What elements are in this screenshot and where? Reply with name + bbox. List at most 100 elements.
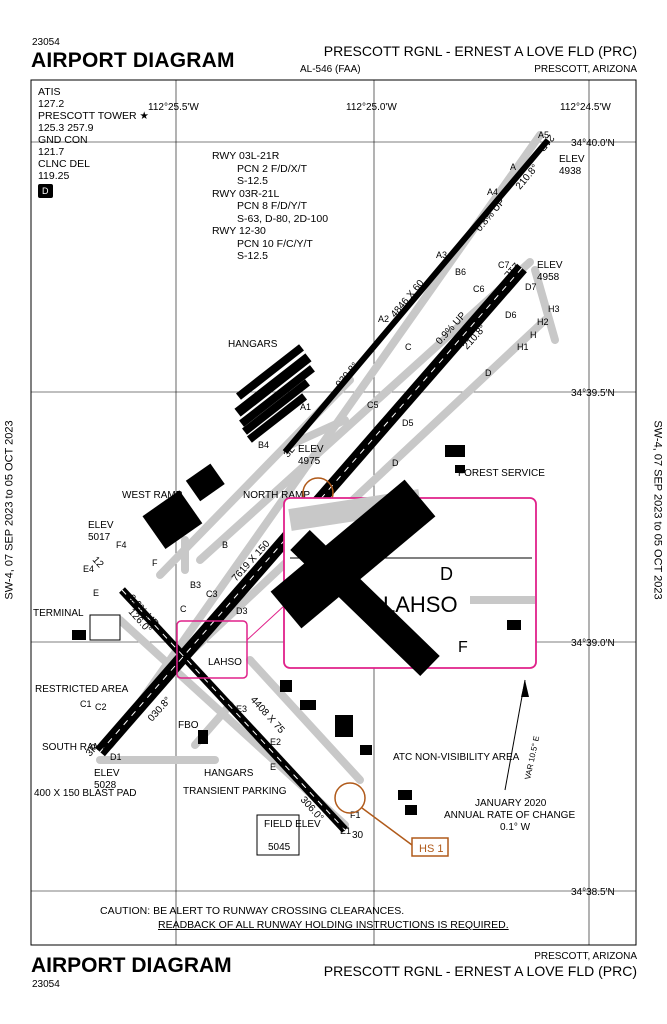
- label-terminal: TERMINAL: [33, 608, 84, 619]
- inset-leader: [246, 604, 286, 641]
- label-south-ramp: SOUTH RAMP: [42, 742, 109, 753]
- frequency-line: GND CON: [38, 134, 88, 146]
- frequency-line: 125.3 257.9: [38, 122, 94, 134]
- svg-text:D: D: [485, 368, 492, 378]
- label-blast-pad: 400 X 150 BLAST PAD: [34, 788, 136, 799]
- lon-label: 112°25.5'W: [148, 102, 199, 113]
- frequency-line: 127.2: [38, 98, 65, 110]
- svg-text:H: H: [530, 330, 537, 340]
- airport-name: PRESCOTT RGNL - ERNEST A LOVE FLD (PRC): [323, 43, 637, 59]
- inset-lahso-label: LAHSO: [383, 592, 458, 617]
- inset-taxiway-f: F: [458, 639, 468, 656]
- svg-text:H1: H1: [517, 342, 529, 352]
- svg-text:F: F: [152, 558, 158, 568]
- svg-text:B4: B4: [258, 440, 269, 450]
- svg-text:E4: E4: [83, 564, 94, 574]
- runway-pavement-info: RWY 03L-21R PCN 2 F/D/X/T S-12.5 RWY 03R…: [212, 150, 329, 262]
- svg-text:C7: C7: [498, 260, 510, 270]
- airport-city: PRESCOTT, ARIZONA: [534, 64, 637, 75]
- svg-text:A4: A4: [487, 187, 498, 197]
- svg-text:C2: C2: [95, 702, 107, 712]
- label-hangars-north: HANGARS: [228, 339, 278, 350]
- runway-12-30: [119, 587, 348, 833]
- label-fbo: FBO: [178, 720, 199, 731]
- frequency-line: PRESCOTT TOWER ★: [38, 110, 149, 122]
- d-atis-badge: D: [38, 184, 53, 198]
- svg-text:D6: D6: [505, 310, 517, 320]
- svg-text:D: D: [392, 458, 399, 468]
- svg-text:ELEV: ELEV: [298, 444, 324, 455]
- svg-text:ELEV: ELEV: [94, 768, 120, 779]
- lat-label: 34°38.5'N: [571, 887, 615, 898]
- svg-text:C6: C6: [473, 284, 485, 294]
- field-elev-box: FIELD ELEV 5045: [256, 814, 321, 856]
- footer-title: AIRPORT DIAGRAM: [31, 954, 232, 977]
- svg-text:B6: B6: [455, 267, 466, 277]
- svg-text:D5: D5: [402, 418, 414, 428]
- svg-text:D7: D7: [525, 282, 537, 292]
- svg-text:ELEV: ELEV: [88, 520, 114, 531]
- frequency-line: 119.25: [38, 170, 70, 182]
- frequency-line: ATIS: [38, 86, 61, 98]
- svg-text:E2: E2: [270, 737, 281, 747]
- frequency-line: CLNC DEL: [38, 158, 90, 170]
- label-west-ramp: WEST RAMP: [122, 490, 183, 501]
- lahso-area-highlight: [176, 620, 248, 679]
- footer-city: PRESCOTT, ARIZONA: [534, 951, 637, 962]
- svg-text:A2: A2: [378, 314, 389, 324]
- svg-text:ANNUAL RATE OF CHANGE: ANNUAL RATE OF CHANGE: [444, 810, 575, 821]
- chart-id: 23054: [32, 37, 60, 48]
- lat-label: 34°40.0'N: [571, 138, 615, 149]
- svg-text:ELEV: ELEV: [559, 154, 585, 165]
- svg-text:F4: F4: [116, 540, 127, 550]
- lon-label: 112°25.0'W: [346, 102, 397, 113]
- graticule-labels: 112°25.5'W 112°25.0'W 112°24.5'W 34°40.0…: [148, 102, 615, 898]
- svg-text:4938: 4938: [559, 166, 582, 177]
- label-transient-parking: TRANSIENT PARKING: [183, 786, 287, 797]
- svg-text:4958: 4958: [537, 272, 560, 283]
- svg-text:HS 1: HS 1: [419, 843, 443, 855]
- footer-chart-id: 23054: [32, 979, 60, 990]
- svg-text:C3: C3: [206, 589, 218, 599]
- frequency-list: ATIS 127.2 PRESCOTT TOWER ★ 125.3 257.9 …: [38, 86, 149, 198]
- svg-text:A: A: [510, 162, 516, 172]
- svg-text:F1: F1: [350, 810, 361, 820]
- svg-text:D1: D1: [110, 752, 122, 762]
- hot-spot-badge: HS 1: [411, 837, 449, 857]
- svg-text:A1: A1: [300, 402, 311, 412]
- al-number: AL-546 (FAA): [300, 64, 361, 75]
- runway-03l-21r: [282, 138, 551, 454]
- svg-text:C1: C1: [80, 699, 92, 709]
- lat-label: 34°39.5'N: [571, 388, 615, 399]
- svg-text:4975: 4975: [298, 456, 321, 467]
- svg-text:FIELD ELEV: FIELD ELEV: [264, 819, 321, 830]
- svg-text:0.1° W: 0.1° W: [500, 822, 531, 833]
- svg-text:A3: A3: [436, 250, 447, 260]
- lon-label: 112°24.5'W: [560, 102, 611, 113]
- svg-text:5045: 5045: [268, 842, 291, 853]
- label-atc-area: ATC NON-VISIBILITY AREA: [393, 752, 520, 763]
- label-forest-service: FOREST SERVICE: [458, 468, 545, 479]
- svg-text:JANUARY 2020: JANUARY 2020: [475, 798, 547, 809]
- svg-text:E1: E1: [340, 826, 351, 836]
- inset-taxiway-d: D: [440, 564, 453, 584]
- svg-text:H2: H2: [537, 317, 549, 327]
- map-frame: [30, 79, 637, 946]
- svg-text:E: E: [270, 762, 276, 772]
- rwy-end: 30: [352, 830, 364, 841]
- caution-note: CAUTION: BE ALERT TO RUNWAY CROSSING CLE…: [100, 905, 509, 931]
- svg-text:5028: 5028: [94, 780, 117, 791]
- svg-text:C: C: [405, 342, 412, 352]
- svg-text:E3: E3: [236, 704, 247, 714]
- label-north-ramp: NORTH RAMP: [243, 490, 310, 501]
- svg-text:ELEV: ELEV: [537, 260, 563, 271]
- svg-text:H3: H3: [548, 304, 560, 314]
- chart-title: AIRPORT DIAGRAM: [31, 49, 235, 72]
- svg-text:C: C: [180, 604, 187, 614]
- lat-label: 34°39.0'N: [571, 638, 615, 649]
- svg-text:A5: A5: [538, 130, 549, 140]
- svg-text:C5: C5: [367, 400, 379, 410]
- svg-text:B: B: [222, 540, 228, 550]
